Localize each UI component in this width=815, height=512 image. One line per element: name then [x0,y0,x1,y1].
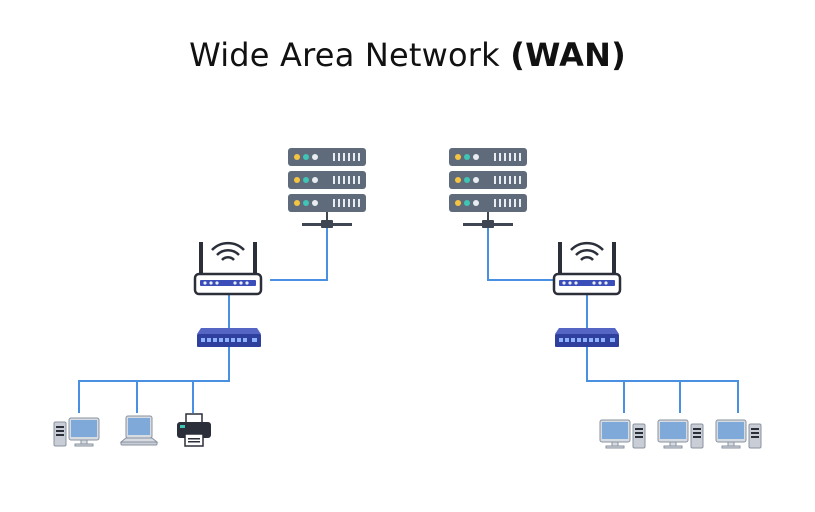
server-icon [288,148,366,228]
link-left-server-router [270,223,328,281]
desktop-icon [657,419,704,449]
link-right-server-router [487,223,553,281]
server-icon [449,148,527,228]
link-right-switch-bus [586,347,739,413]
desktop-icon [715,419,762,449]
title-main: Wide Area Network [189,36,511,74]
title-emphasis: (WAN) [510,36,626,74]
switch-icon [555,328,619,347]
desktop-icon [53,417,100,447]
desktop-icon [599,419,646,449]
router-icon [193,241,263,296]
link-left-switch-bus [78,347,230,413]
laptop-icon [119,415,159,446]
network-links [78,223,739,413]
switch-icon [197,328,261,347]
diagram-title: Wide Area Network (WAN) [0,36,815,74]
printer-icon [177,413,211,447]
router-icon [552,241,622,296]
